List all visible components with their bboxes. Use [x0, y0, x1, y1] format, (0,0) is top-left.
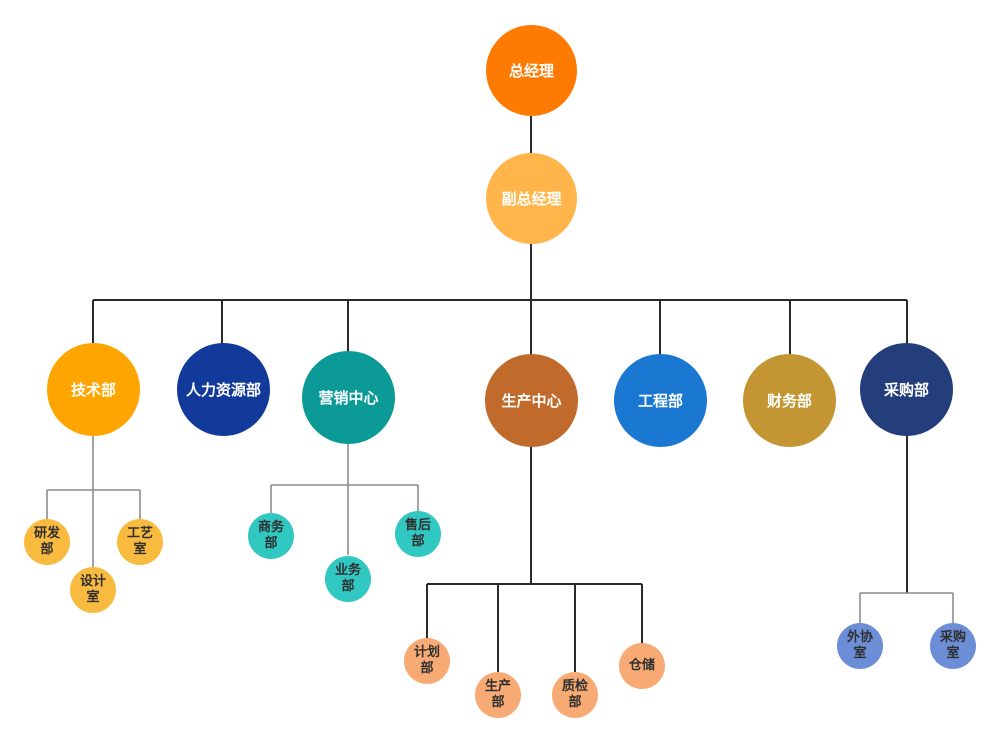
node-purchasing-room-label: 采购室 — [939, 629, 966, 661]
node-design-room-label: 设计室 — [79, 573, 106, 605]
node-general-manager-label: 总经理 — [508, 61, 554, 80]
node-process-room-label: 工艺室 — [126, 525, 153, 557]
node-manufacturing-dept-label: 生产部 — [484, 678, 511, 710]
node-finance-dept-label: 财务部 — [766, 391, 812, 410]
node-business-dept[interactable]: 商务部 — [248, 513, 294, 559]
node-deputy-general-manager[interactable]: 副总经理 — [486, 153, 577, 244]
node-design-room[interactable]: 设计室 — [70, 567, 116, 613]
node-outsourcing-room-label: 外协室 — [846, 629, 873, 661]
node-tech-dept-label: 技术部 — [70, 380, 116, 399]
node-sales-dept[interactable]: 业务部 — [325, 556, 371, 602]
node-rnd-dept-label: 研发部 — [33, 525, 60, 557]
node-engineering-dept[interactable]: 工程部 — [614, 354, 707, 447]
node-business-dept-label: 商务部 — [257, 519, 284, 551]
node-planning-dept-label: 计划部 — [413, 644, 440, 676]
node-qc-dept[interactable]: 质检部 — [552, 672, 598, 718]
node-manufacturing-dept[interactable]: 生产部 — [475, 672, 521, 718]
node-procurement-dept[interactable]: 采购部 — [860, 343, 953, 436]
node-engineering-dept-label: 工程部 — [637, 391, 683, 410]
node-qc-dept-label: 质检部 — [561, 678, 588, 710]
node-purchasing-room[interactable]: 采购室 — [930, 623, 976, 669]
node-planning-dept[interactable]: 计划部 — [404, 638, 450, 684]
node-marketing-center-label: 营销中心 — [318, 388, 379, 407]
node-outsourcing-room[interactable]: 外协室 — [837, 623, 883, 669]
node-marketing-center[interactable]: 营销中心 — [302, 351, 395, 444]
node-sales-dept-label: 业务部 — [334, 562, 361, 594]
node-process-room[interactable]: 工艺室 — [117, 519, 163, 565]
node-production-center-label: 生产中心 — [501, 391, 562, 410]
node-hr-dept[interactable]: 人力资源部 — [177, 343, 270, 436]
node-tech-dept[interactable]: 技术部 — [47, 343, 140, 436]
node-hr-dept-label: 人力资源部 — [185, 380, 261, 399]
node-after-sales-dept[interactable]: 售后部 — [395, 511, 441, 557]
node-warehouse[interactable]: 仓储 — [619, 643, 665, 689]
node-general-manager[interactable]: 总经理 — [486, 25, 577, 116]
node-rnd-dept[interactable]: 研发部 — [24, 519, 70, 565]
node-deputy-general-manager-label: 副总经理 — [501, 189, 562, 208]
node-production-center[interactable]: 生产中心 — [485, 354, 578, 447]
node-finance-dept[interactable]: 财务部 — [743, 354, 836, 447]
node-after-sales-dept-label: 售后部 — [404, 517, 431, 549]
node-warehouse-label: 仓储 — [628, 657, 655, 673]
node-procurement-dept-label: 采购部 — [883, 380, 929, 399]
